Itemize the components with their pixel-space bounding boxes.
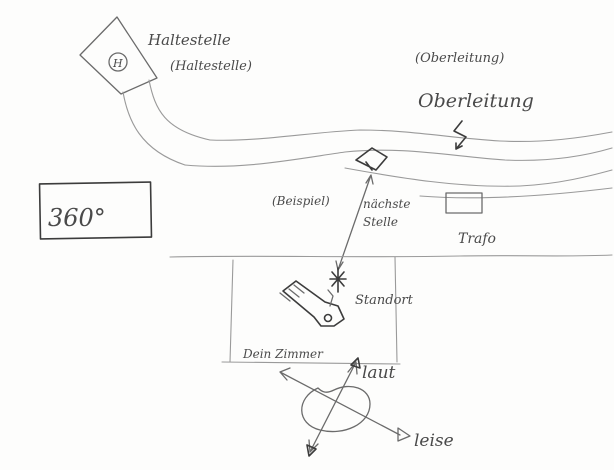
panorama-box (38, 181, 153, 240)
transformer-box (445, 192, 483, 214)
next-spot-line1: nächste (363, 197, 410, 211)
access-path (122, 79, 211, 166)
volume-loop (301, 385, 371, 433)
lightning-icon (453, 120, 467, 150)
stop-icon-circle (108, 52, 128, 72)
quiet-label: leise (414, 431, 454, 451)
road-lower-edge (344, 167, 613, 187)
stop-name-label: Haltestelle (147, 31, 231, 49)
room-label: Dein Zimmer (242, 347, 324, 361)
volume-arrow-quiet (279, 367, 401, 436)
panorama-label: 360° (48, 204, 106, 232)
road-lower-edge-b (419, 187, 613, 199)
stop-sign: H (79, 16, 158, 95)
volume-arrow-loud (308, 361, 358, 453)
road-upper-edge (184, 147, 613, 167)
street-line (169, 254, 613, 258)
next-spot-marker (355, 147, 388, 171)
location-marker (329, 267, 347, 293)
distance-line (335, 174, 374, 271)
road-upper-edge-b (209, 129, 613, 142)
next-spot-line2: Stelle (363, 215, 398, 229)
loud-label: laut (362, 363, 396, 383)
recorder-icon (279, 280, 345, 327)
volume-arrowhead-top (350, 357, 361, 369)
quiet-arrowhead (397, 427, 411, 442)
overhead-paren-label: (Oberleitung) (415, 51, 504, 66)
transformer-label: Trafo (458, 231, 496, 247)
stop-name-paren-label: (Haltestelle) (170, 59, 252, 74)
volume-arrowhead-bottom (306, 444, 317, 457)
room-outline (221, 256, 401, 365)
example-label: (Beispiel) (272, 194, 330, 208)
stop-icon-letter: H (112, 57, 123, 70)
location-label: Standort (355, 293, 414, 308)
overhead-label: Oberleitung (418, 90, 534, 112)
